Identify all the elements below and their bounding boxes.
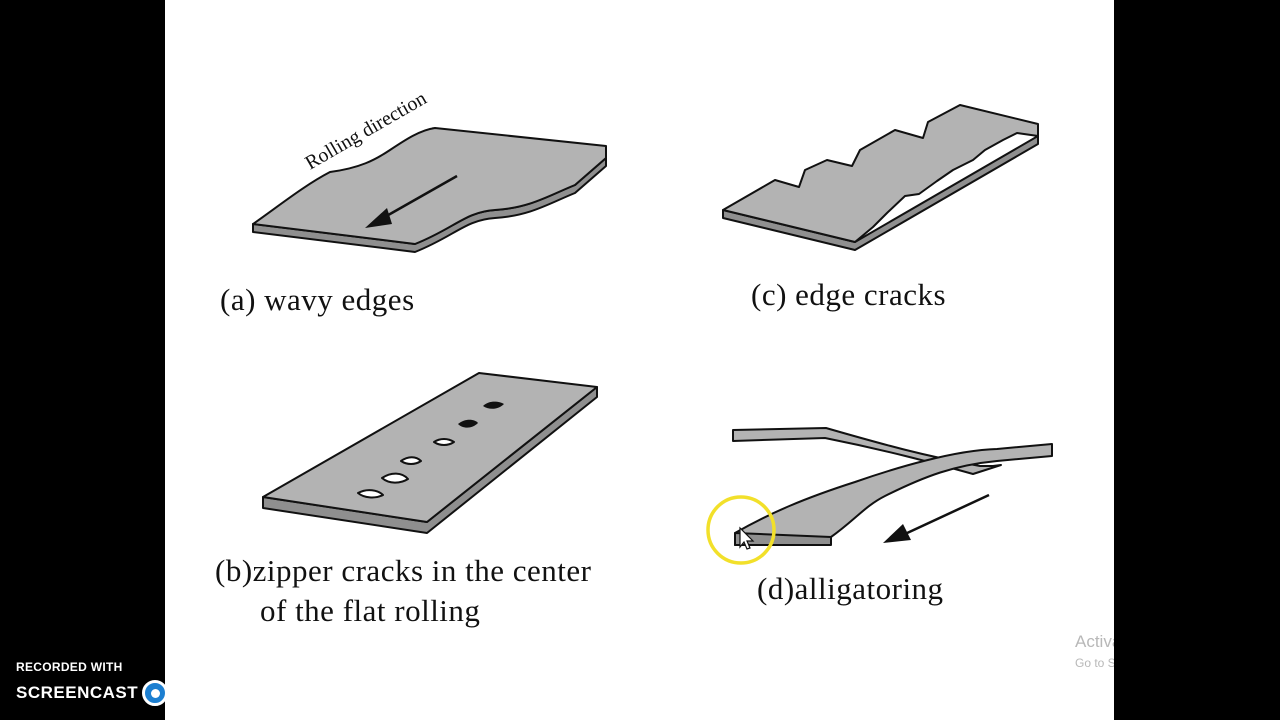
caption-c: (c) edge cracks xyxy=(751,277,947,312)
zipper-crack-void xyxy=(483,401,504,409)
alligatoring-sheet xyxy=(732,427,1053,546)
wavy-edges-sheet xyxy=(252,127,607,253)
caption-d: (d)alligatoring xyxy=(757,571,944,606)
zipper-crack-hole xyxy=(381,472,409,484)
caption-a: (a) wavy edges xyxy=(220,282,415,317)
activation-subtitle: Go to Settings xyxy=(1075,656,1114,670)
alligatoring-lower-layer xyxy=(734,443,1053,546)
watermark-right-text: MATIC xyxy=(172,683,228,702)
watermark-recorded-with: RECORDED WITH xyxy=(16,660,123,674)
rolling-direction-arrow xyxy=(365,174,458,228)
zipper-cracks-sheet xyxy=(262,372,598,534)
activation-title: Activate xyxy=(1075,632,1114,651)
mouse-pointer-icon xyxy=(739,526,755,550)
watermark-left-text: SCREENCAST xyxy=(16,683,139,702)
slide-canvas: Rolling direction xyxy=(165,0,1114,720)
watermark-logo: SCREENCAST MATIC xyxy=(16,680,227,706)
screencast-logo-icon xyxy=(142,680,169,706)
zipper-crack-holes xyxy=(357,438,455,499)
zipper-crack-hole xyxy=(357,489,384,499)
alligatoring-direction-arrow xyxy=(883,493,990,543)
zipper-crack-voids xyxy=(458,401,504,428)
zipper-crack-hole xyxy=(400,456,422,465)
zipper-crack-void xyxy=(458,419,478,428)
rolling-defects-figure: Rolling direction xyxy=(252,87,1053,565)
windows-activation-notice: Activate Go to Settings xyxy=(1075,632,1114,670)
zipper-crack-hole xyxy=(433,438,455,446)
edge-cracks-sheet xyxy=(722,104,1039,251)
alligatoring-front-edge xyxy=(734,532,832,546)
cursor-highlight-ring xyxy=(706,495,776,565)
caption-b-line1: (b)zipper cracks in the center xyxy=(215,553,592,588)
caption-b-line2: of the flat rolling xyxy=(260,593,481,628)
screencast-watermark: RECORDED WITH SCREENCAST MATIC xyxy=(16,660,227,706)
wavy-edges-top-face xyxy=(252,127,607,245)
edge-cracks-top-face xyxy=(722,104,1039,243)
zipper-cracks-top-face xyxy=(262,372,598,523)
